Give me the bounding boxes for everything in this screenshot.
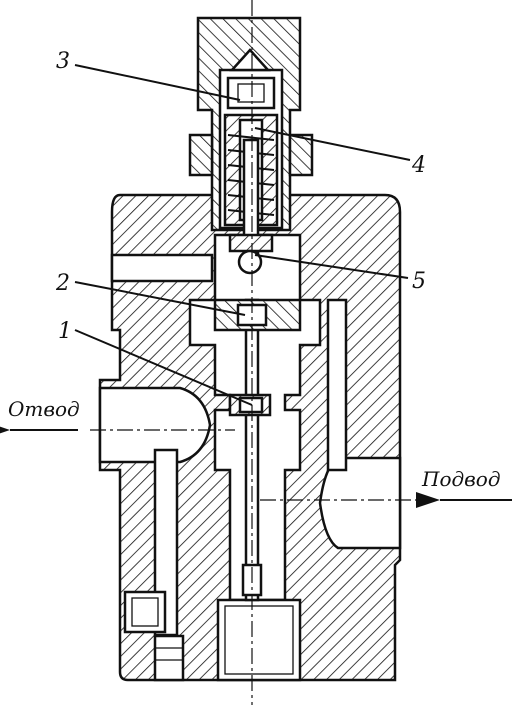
label-3: 3	[56, 49, 70, 74]
label-1: 1	[58, 319, 72, 344]
outlet-label: Отвод	[8, 397, 80, 421]
label-4: 4	[411, 153, 426, 178]
ball-valve	[237, 249, 263, 275]
leader-lines	[74, 64, 411, 406]
inlet-label: Подвод	[421, 467, 501, 491]
label-2: 2	[55, 271, 70, 296]
label-5: 5	[412, 269, 426, 294]
